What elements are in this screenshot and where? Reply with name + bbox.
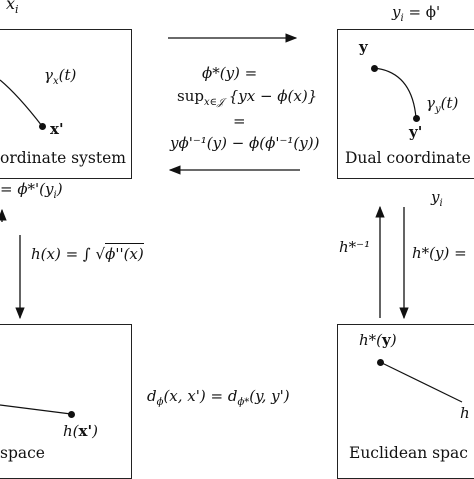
dual-end-point [413, 115, 420, 122]
dual-start-label: y [359, 38, 368, 56]
euclid-right-start-label: h*(y) [359, 331, 397, 349]
euclid-left-point-label: h(x') [63, 422, 98, 440]
primal-end-point [39, 123, 46, 130]
dual-box-title: Dual coordinate [345, 149, 471, 167]
inverse-map-label: = ϕ*'(yi) [0, 180, 63, 201]
primal-box-title: ordinate system [0, 149, 126, 167]
dual-end-label: y' [409, 123, 423, 141]
euclid-left-box-title: space [0, 444, 45, 462]
euclid-right-segment [379, 361, 463, 403]
primal-curve-label: γx(t) [44, 66, 77, 87]
euclid-right-start-point [377, 359, 384, 366]
dual-curve [373, 67, 417, 119]
bregman-equality: dϕ(x, x') = dϕ*(y, y') [147, 387, 290, 408]
dual-start-point [371, 65, 378, 72]
h-dual-inverse-label: h*⁻¹ [339, 238, 371, 256]
euclid-right-box-title: Euclidean spac [349, 444, 468, 462]
top-left-label: xi [6, 0, 19, 17]
euclid-right-end-label: h [460, 404, 470, 422]
primal-curve [0, 79, 43, 127]
legendre-line1: ϕ*(y) = [202, 64, 258, 82]
legendre-line2: supx∈𝒥 {yx − ϕ(x)} [177, 87, 318, 108]
h-primal-formula: h(x) = ∫ √ϕ''(x) [31, 243, 144, 263]
legendre-line3: = [233, 112, 246, 130]
primal-box [0, 29, 132, 179]
primal-point-label: x' [50, 120, 64, 138]
dual-curve-label: γy(t) [426, 94, 459, 115]
top-right-label: yi = ϕ' [392, 3, 441, 24]
dual-box [337, 29, 474, 179]
right-yi-label: yi [431, 188, 443, 209]
euclid-left-point [68, 411, 75, 418]
euclid-left-segment [0, 404, 72, 415]
legendre-line4: yϕ'⁻¹(y) − ϕ(ϕ'⁻¹(y)) [170, 134, 320, 152]
h-dual-formula: h*(y) = [412, 244, 467, 262]
